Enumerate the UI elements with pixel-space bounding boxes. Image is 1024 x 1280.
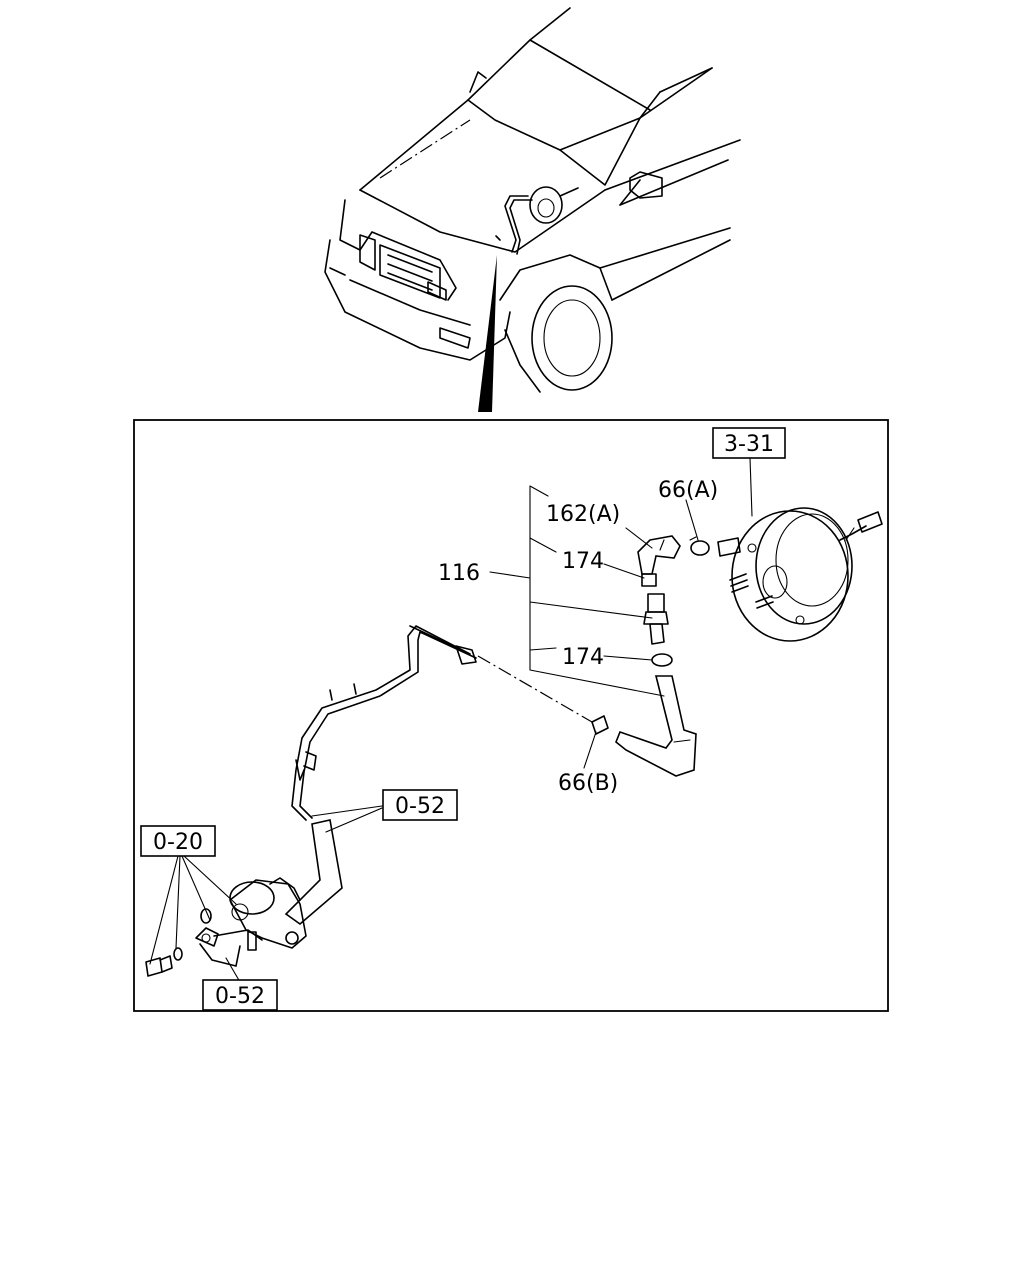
reference-0-52-bottom: 0-52: [202, 979, 278, 1011]
clip-174-lower-label: 174: [562, 645, 604, 670]
check-valve-116-label: 116: [438, 561, 480, 586]
vacuum-pump: [145, 877, 307, 977]
reference-0-20: 0-20: [140, 825, 216, 857]
vacuum-pipe: [284, 625, 593, 926]
pipe-ref-mid-label: 0-52: [395, 794, 445, 819]
clamp-66b-label: 66(B): [558, 771, 618, 796]
reference-0-52-mid: 0-52: [382, 789, 458, 821]
leader-lines: [149, 457, 753, 983]
pump-ref-label: 0-20: [153, 830, 203, 855]
brake-booster: [717, 507, 883, 642]
clamp-66a-label: 66(A): [658, 478, 718, 503]
booster-ref-label: 3-31: [724, 432, 774, 457]
vehicle-illustration: [324, 7, 741, 412]
pipe-ref-bottom-label: 0-52: [215, 984, 265, 1009]
hose-162a-label: 162(A): [546, 502, 620, 527]
reference-3-31: 3-31: [712, 427, 786, 459]
clip-174-upper-label: 174: [562, 549, 604, 574]
detail-frame: [133, 419, 889, 1012]
